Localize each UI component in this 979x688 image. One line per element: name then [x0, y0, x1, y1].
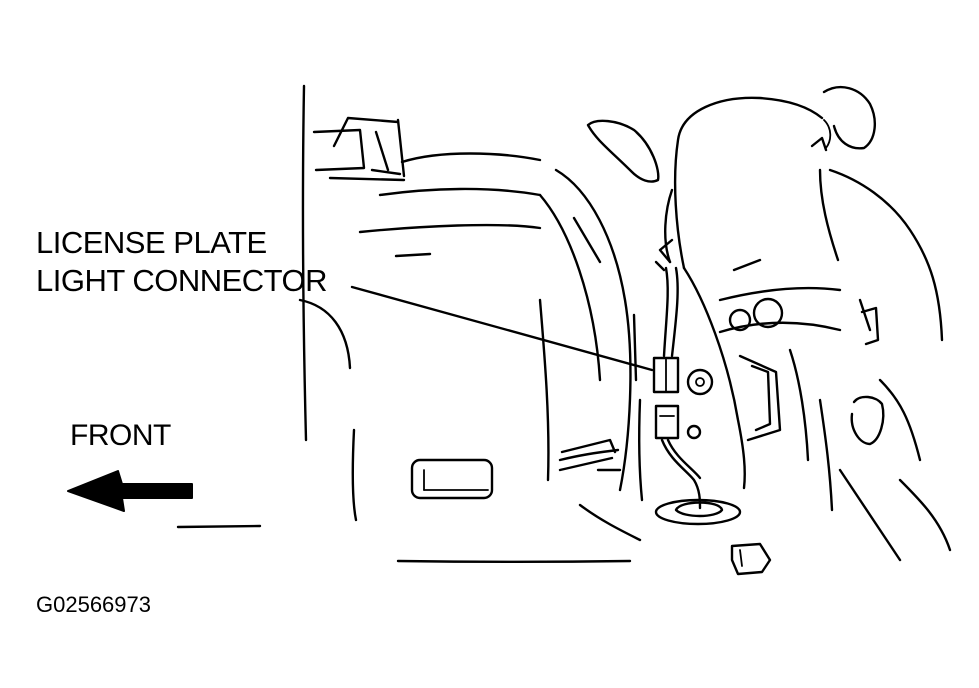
- center-body-contours: [538, 168, 644, 542]
- lower-connector: [654, 404, 680, 440]
- body-holes: [686, 297, 784, 440]
- callout-label: LICENSE PLATE LIGHT CONNECTOR: [36, 224, 328, 300]
- callout-line-1: LICENSE PLATE: [36, 225, 267, 260]
- wire-harness: [660, 266, 702, 510]
- front-label: FRONT: [70, 419, 171, 452]
- license-plate-light-opening: [410, 458, 494, 500]
- figure-id: G02566973: [36, 592, 151, 617]
- inner-frame: [738, 298, 952, 562]
- upper-vent-outline: [586, 119, 660, 183]
- grommet: [654, 498, 742, 526]
- clip-outline: [730, 542, 772, 576]
- callout-leader-line: [350, 285, 654, 372]
- callout-line-2: LIGHT CONNECTOR: [36, 263, 328, 298]
- front-arrow-icon: [67, 470, 193, 512]
- upper-connector: [652, 356, 680, 394]
- rear-panel-outline: [176, 84, 632, 563]
